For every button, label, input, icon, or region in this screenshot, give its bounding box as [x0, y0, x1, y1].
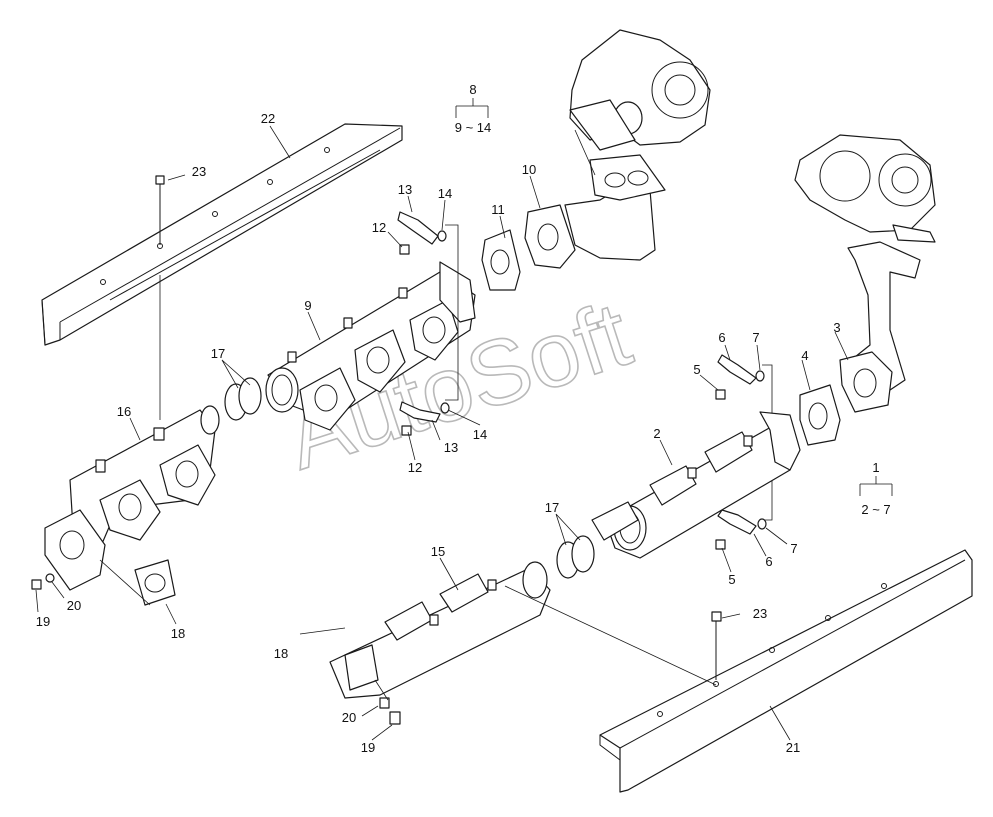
group-label-1: 1: [872, 460, 879, 475]
heat-shield-21: [599, 549, 973, 793]
callout-6-lower: 6: [765, 554, 772, 569]
group-range-8: 9 ~ 14: [455, 120, 492, 135]
callout-13-upper: 13: [398, 182, 412, 197]
bolt-23-top: [155, 175, 165, 420]
callout-14-upper: 14: [438, 186, 452, 201]
gasket-4: [799, 384, 841, 446]
exhaust-manifold-16: [44, 405, 220, 591]
exhaust-manifold-15: [329, 561, 551, 699]
group-range-1: 2 ~ 7: [861, 502, 890, 517]
turbocharger-upper: [569, 29, 711, 176]
exhaust-manifold-2: [591, 411, 801, 559]
callout-13-lower: 13: [444, 440, 458, 455]
heat-shield-22: [41, 123, 403, 346]
callout-18-left: 18: [171, 626, 185, 641]
callout-18-right: 18: [274, 646, 288, 661]
callout-21: 21: [786, 740, 800, 755]
turbocharger-lower: [794, 134, 936, 243]
bracket-clamp-12-13-14-lower: [399, 401, 450, 436]
bracket-clamp-12-13-14-upper: [397, 211, 459, 401]
callout-5-upper: 5: [693, 362, 700, 377]
gasket-18-right: [299, 627, 379, 691]
callout-leaders: [35, 125, 849, 741]
callout-14-lower: 14: [473, 427, 487, 442]
callout-6-upper: 6: [718, 330, 725, 345]
callout-4: 4: [801, 348, 808, 363]
callout-19-left: 19: [36, 614, 50, 629]
callout-12-lower: 12: [408, 460, 422, 475]
callout-10: 10: [522, 162, 536, 177]
group-label-8: 8: [469, 82, 476, 97]
bracket-clamp-5-6-7-upper: [715, 354, 773, 521]
callout-23-right: 23: [753, 606, 767, 621]
callout-23-top: 23: [192, 164, 206, 179]
callout-20-left: 20: [67, 598, 81, 613]
callout-17-left: 17: [211, 346, 225, 361]
bolt-23-right: [711, 611, 722, 680]
bracket-clamp-5-6-7-lower: [715, 509, 767, 550]
callout-5-lower: 5: [728, 572, 735, 587]
group-bracket-1: 1 2 ~ 7: [859, 460, 893, 517]
callout-7-upper: 7: [752, 330, 759, 345]
callout-17-right: 17: [545, 500, 559, 515]
gasket-11: [481, 229, 521, 291]
callout-16: 16: [117, 404, 131, 419]
bolt-19-washer-20-right: [374, 679, 401, 725]
gasket-18-left: [99, 559, 176, 606]
callout-9: 9: [304, 298, 311, 313]
callout-12-upper: 12: [372, 220, 386, 235]
callout-7-lower: 7: [790, 541, 797, 556]
bolt-19-washer-20-left: [31, 573, 55, 590]
callout-20-right: 20: [342, 710, 356, 725]
callout-3: 3: [833, 320, 840, 335]
exhaust-pipe-3: [839, 241, 921, 413]
callout-15: 15: [431, 544, 445, 559]
seal-rings-17-left: [224, 377, 262, 421]
callout-19-right: 19: [361, 740, 375, 755]
adapter-pipe-10: [524, 154, 666, 269]
callout-2: 2: [653, 426, 660, 441]
leader-15-to-21: [504, 585, 717, 686]
callout-22: 22: [261, 111, 275, 126]
group-bracket-8: 8 9 ~ 14: [455, 82, 492, 135]
exhaust-manifold-9: [265, 261, 476, 431]
seal-rings-17-right: [556, 535, 595, 579]
callout-11: 11: [491, 202, 505, 217]
